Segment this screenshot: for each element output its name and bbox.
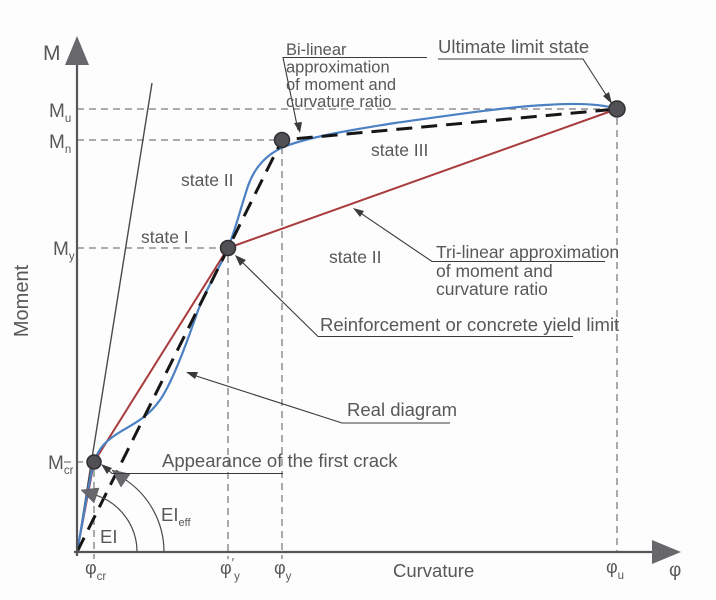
my-tick-label: My: [53, 239, 75, 263]
first-crack-label: Appearance of the first crack: [162, 450, 398, 471]
trilinear-leader: [355, 209, 605, 263]
bilinear-line-2: approximation: [286, 59, 390, 77]
real-diagram-leader-arrow-icon: [186, 372, 198, 379]
guide-lines: [64, 108, 618, 559]
ei-arc-arrow-icon: [80, 487, 100, 504]
y-axis-arrow-icon: [65, 36, 89, 65]
state-ii-upper-label: state II: [181, 170, 234, 190]
yield-point: [219, 239, 237, 257]
bilinear-leader: [282, 56, 427, 131]
ei-eff-label: EIeff: [161, 504, 191, 529]
y-axis-symbol: M: [43, 42, 61, 65]
real-diagram-curve: [75, 102, 618, 553]
nominal-moment-point: [273, 131, 291, 149]
trilinear-line-3: curvature ratio: [436, 279, 548, 299]
ei-label: EI: [100, 526, 117, 547]
y-axis-title: Moment: [11, 264, 33, 337]
real-diagram-leader: [189, 373, 450, 424]
axes: [65, 36, 681, 564]
phi-y-prime-tick-label: φ′y: [220, 555, 240, 583]
phi-cr-tick-label: φcr: [85, 558, 106, 583]
ultimate-point: [608, 100, 626, 118]
trilinear-leader-arrow-icon: [353, 208, 364, 217]
mn-tick-label: Mn: [49, 132, 71, 156]
phi-u-tick-label: φu: [606, 557, 624, 582]
real-diagram-label: Real diagram: [347, 399, 457, 420]
first-crack-point: [86, 454, 102, 470]
bilinear-line-4: curvature ratio: [286, 93, 391, 111]
bilinear-leader-arrow-icon: [294, 122, 302, 133]
phi-y-tick-label: φy: [274, 558, 292, 583]
key-points: [86, 100, 626, 470]
trilinear-line-1: Tri-linear approximation: [436, 242, 619, 262]
first-crack-leader-arrow-icon: [101, 464, 112, 474]
ei-eff-arc-arrow-icon: [111, 469, 131, 488]
yield-limit-leader: [237, 257, 573, 338]
mcr-tick-label: Mcr: [48, 453, 74, 477]
state-ii-lower-label: state II: [329, 247, 382, 267]
bilinear-line-1: Bi-linear: [286, 41, 347, 59]
state-i-label: state I: [141, 227, 189, 247]
state-iii-label: state III: [371, 140, 428, 160]
x-axis-title: Curvature: [393, 560, 474, 581]
bilinear-line-3: of moment and: [286, 76, 396, 94]
ultimate-leader: [438, 58, 611, 102]
yield-limit-label: Reinforcement or concrete yield limit: [320, 314, 619, 335]
ei-arc: [96, 494, 138, 553]
x-axis-arrow-icon: [652, 540, 681, 564]
ei-eff-arc: [125, 479, 165, 553]
trilinear-callout-text: Tri-linear approximation of moment and c…: [436, 242, 619, 299]
initial-stiffness-line: [76, 82, 153, 553]
ultimate-limit-state-label: Ultimate limit state: [438, 36, 589, 57]
ultimate-leader-arrow-icon: [603, 92, 612, 104]
yield-limit-leader-arrow-icon: [235, 255, 246, 266]
bilinear-callout-text: Bi-linear approximation of moment and cu…: [286, 41, 396, 111]
x-axis-symbol: φ: [669, 560, 681, 581]
trilinear-line-2: of moment and: [436, 261, 553, 281]
stiffness-arcs: [80, 469, 165, 553]
callout-leaders: [101, 56, 612, 475]
mu-tick-label: Mu: [49, 101, 71, 125]
